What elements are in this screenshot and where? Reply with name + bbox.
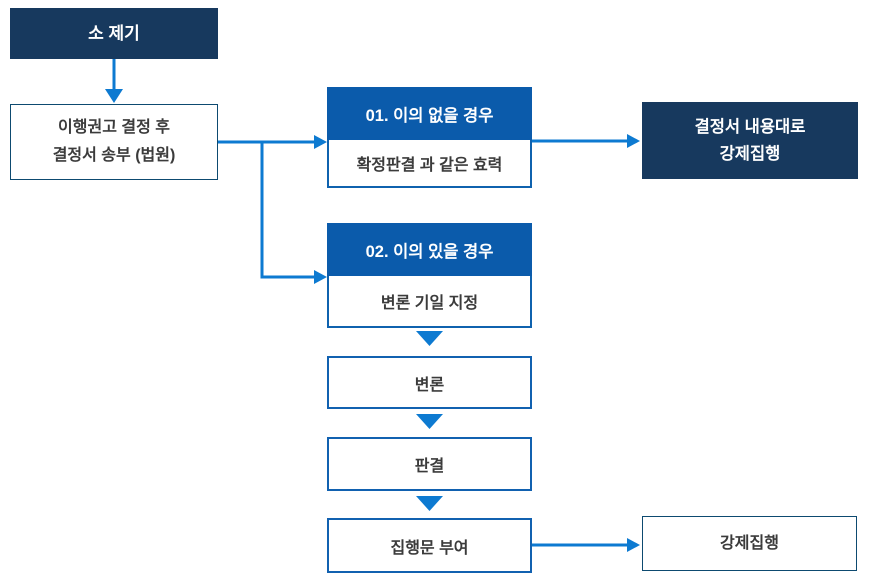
node-judgment-label: 판결	[414, 458, 445, 475]
node-writ-of-execution: 집행문 부여	[327, 518, 532, 573]
node-writ-of-execution-label: 집행문 부여	[390, 539, 469, 557]
node-decision-notice: 이행권고 결정 후 결정서 송부 (법원)	[10, 104, 218, 180]
node-case-objection-text: 변론 기일 지정	[380, 295, 479, 312]
node-case-no-objection-body: 확정판결 과 같은 효력	[327, 140, 532, 188]
node-case-objection: 02. 이의 있을 경우 변론 기일 지정	[327, 223, 532, 328]
node-case-no-objection-header: 01. 이의 없을 경우	[327, 87, 532, 140]
node-case-no-objection-text: 확정판결 과 같은 효력	[356, 157, 503, 174]
arrow-filing-to-decision-icon	[105, 59, 123, 103]
node-case-objection-title: 02. 이의 있을 경우	[365, 242, 494, 261]
node-decision-notice-line1: 이행권고 결정 후	[58, 119, 170, 136]
arrow-case1-to-enforcement-icon	[532, 134, 640, 148]
node-enforce-per-decision-line1: 결정서 내용대로	[694, 117, 806, 136]
node-compulsory-execution-label: 강제집행	[720, 534, 779, 552]
node-enforce-per-decision-line2: 강제집행	[719, 144, 781, 163]
node-decision-notice-line2: 결정서 송부 (법원)	[52, 147, 176, 164]
arrow-down-triangle-icon	[416, 331, 443, 346]
node-lawsuit-filing-label: 소 제기	[88, 24, 140, 43]
node-case-no-objection-title: 01. 이의 없을 경우	[365, 106, 494, 125]
node-case-no-objection: 01. 이의 없을 경우 확정판결 과 같은 효력	[327, 87, 532, 188]
node-pleading-label: 변론	[414, 376, 445, 394]
node-case-objection-body: 변론 기일 지정	[327, 276, 532, 328]
node-compulsory-execution: 강제집행	[642, 516, 857, 571]
node-judgment: 판결	[327, 437, 532, 491]
node-lawsuit-filing: 소 제기	[10, 8, 218, 59]
arrow-down-triangle-icon	[416, 414, 443, 429]
arrow-writ-to-execution-icon	[532, 538, 640, 552]
node-pleading: 변론	[327, 356, 532, 409]
branch-connector-icon	[218, 135, 327, 284]
arrow-down-triangle-icon	[416, 496, 443, 511]
node-case-objection-header: 02. 이의 있을 경우	[327, 223, 532, 276]
node-enforce-per-decision: 결정서 내용대로 강제집행	[642, 102, 858, 179]
